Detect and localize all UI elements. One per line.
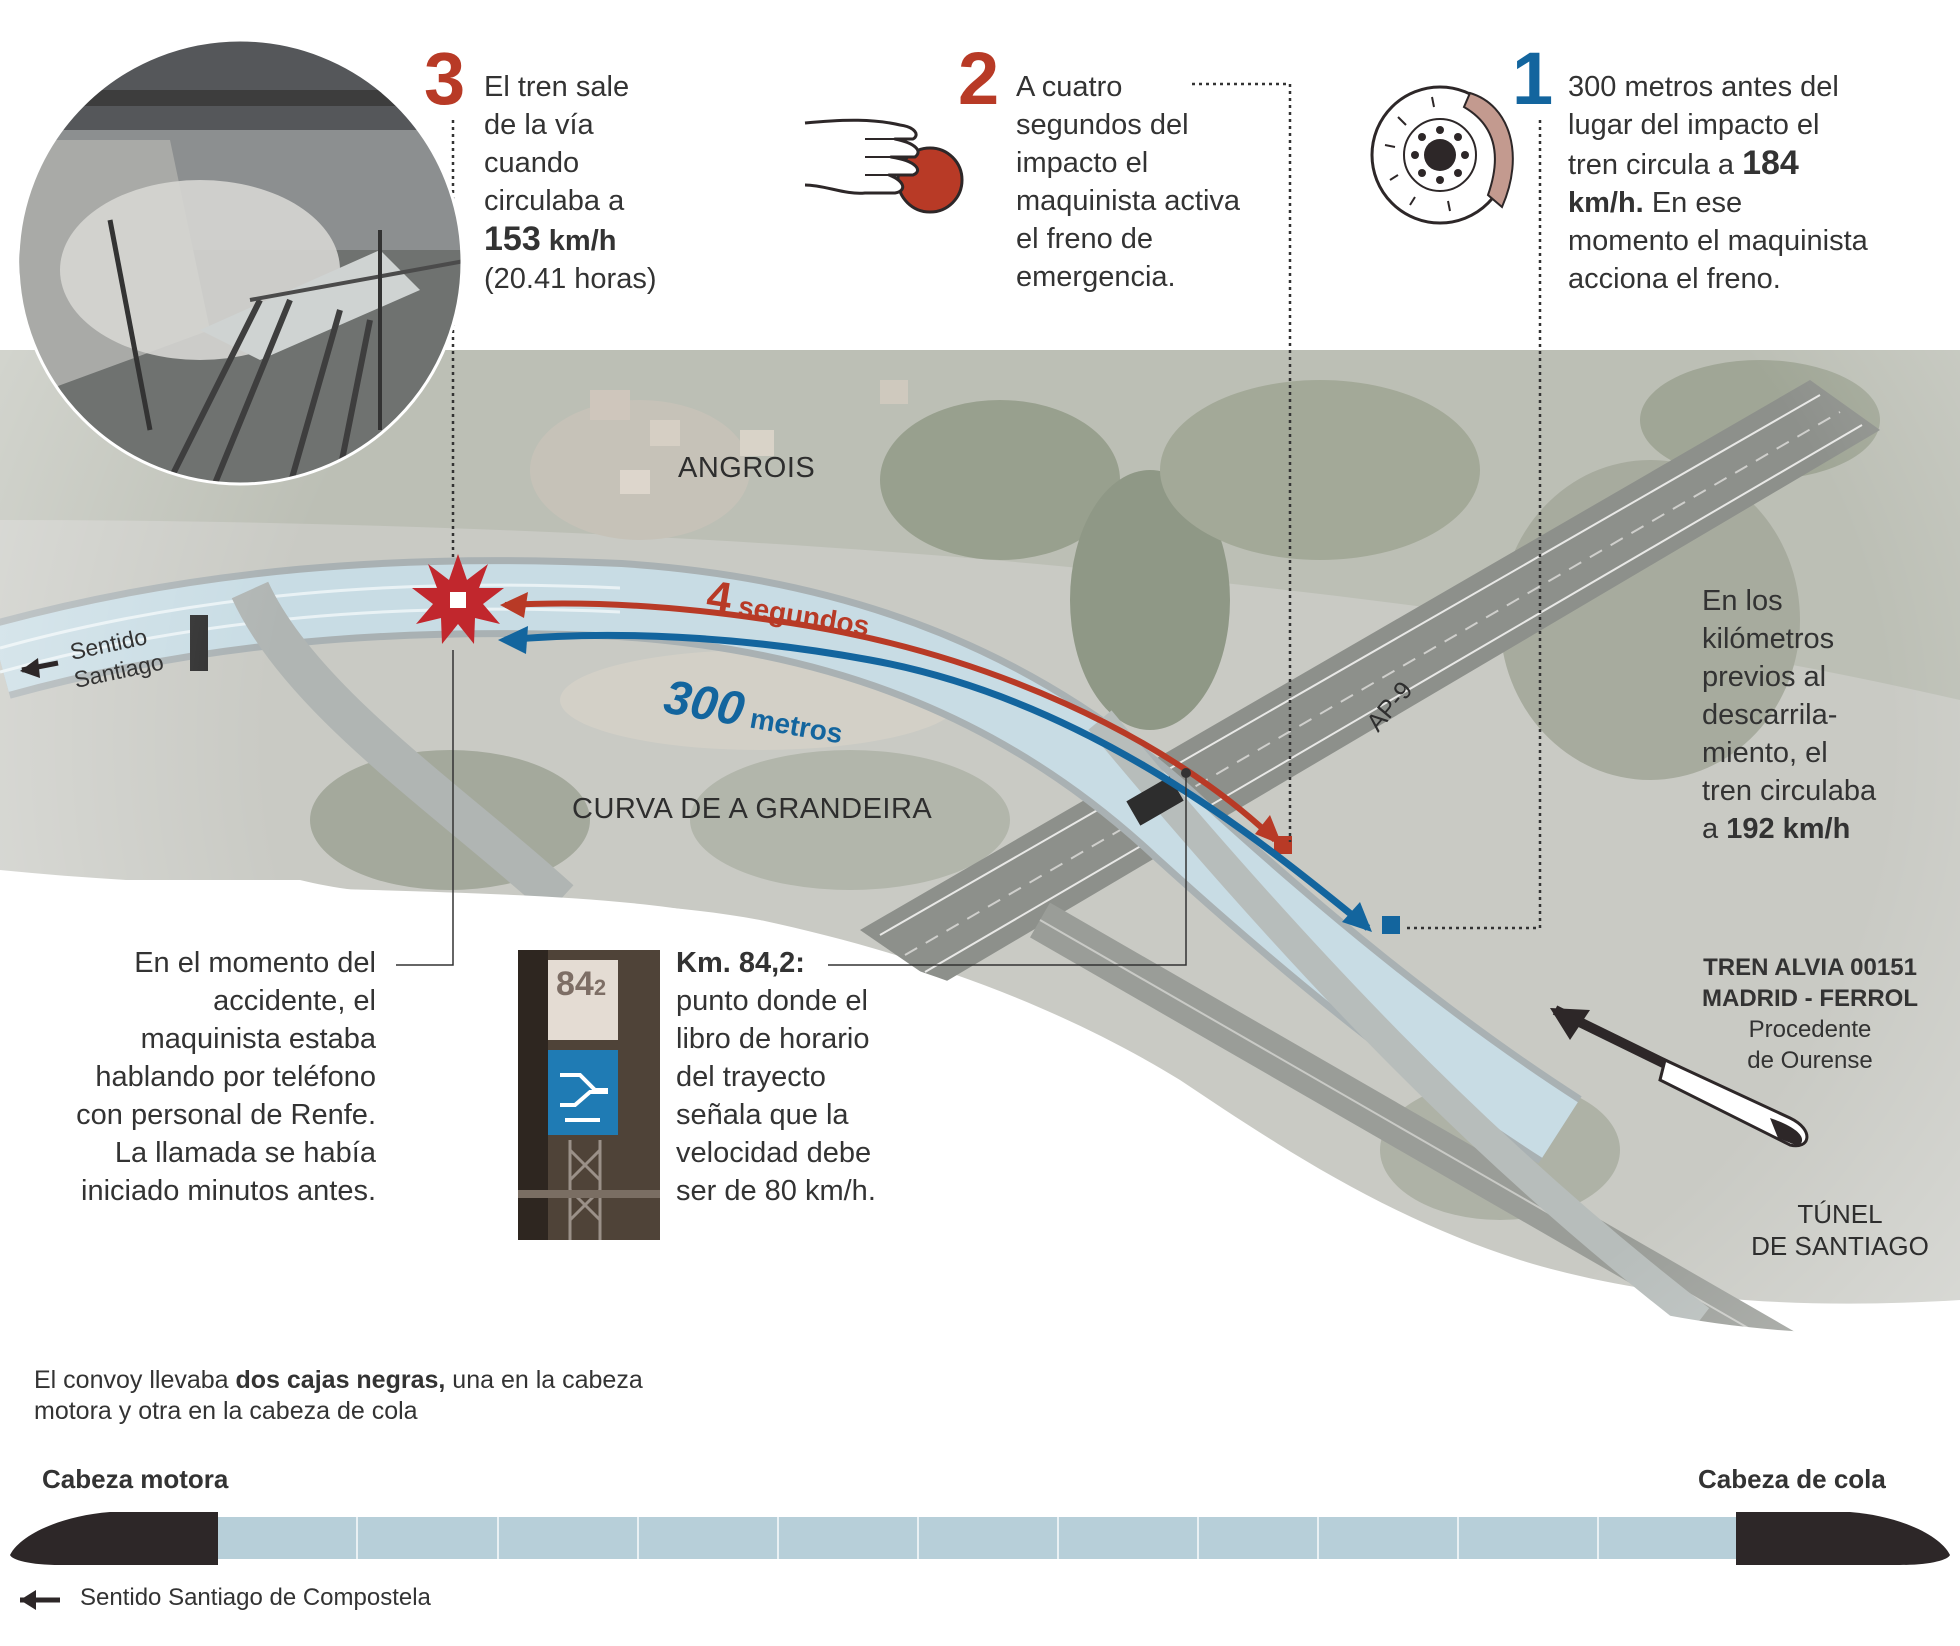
train-diagram [10,1512,1950,1610]
step1-line: acciona el freno. [1568,263,1781,295]
prior-speed-line: En los [1702,585,1783,617]
step3-number: 3 [424,37,466,120]
train-icon [1550,1005,1809,1148]
step1-unit-line: km/h. En ese [1568,187,1743,219]
brake-disc-icon [1370,85,1514,225]
step3-line2: de la vía [484,109,594,141]
km-sign-line: punto donde el [676,985,868,1017]
step2-line: maquinista activa [1016,185,1241,217]
phone-note: En el momento del accidente, el maquinis… [20,944,376,1210]
phone-note-line: En el momento del [134,947,376,979]
km-sign-number: 842 [556,965,607,1003]
tunnel-line: TÚNEL [1797,1199,1883,1229]
step2-line: emergencia. [1016,261,1176,293]
impact-star-icon [412,554,504,644]
brake-point-2-marker [1274,836,1292,854]
step1-line: momento el maquinista [1568,225,1868,257]
prior-speed-value: a 192 km/h [1702,813,1851,845]
phone-note-line: accidente, el [213,985,376,1017]
phone-note-line: iniciado minutos antes. [81,1175,376,1207]
prior-speed-line: kilómetros [1702,623,1835,655]
step3-text: El tren sale de la vía cuando circulaba … [484,68,657,298]
phone-note-line: hablando por teléfono [95,1061,376,1093]
step3-speed: 153 km/h [484,220,617,258]
angrois-label: ANGROIS [678,452,816,484]
km-sign-photo [518,950,660,1240]
phone-note-line: La llamada se había [114,1137,376,1169]
step3-line4: circulaba a [484,185,625,217]
step1-speed-line: tren circula a 184 [1568,144,1799,182]
step3-line3: cuando [484,147,580,179]
km-sign-line: señala que la [676,1099,849,1131]
prior-speed-line: miento, el [1702,737,1828,769]
km-sign-text: Km. 84,2: punto donde el libro de horari… [676,944,876,1210]
time-arrow [500,592,1292,854]
black-boxes-line1: El convoy llevaba dos cajas negras, una … [34,1366,643,1394]
direction-label: Sentido Santiago de Compostela [80,1584,431,1611]
phone-note-line: maquinista estaba [140,1023,376,1055]
black-boxes-line2: motora y otra en la cabeza de cola [34,1397,418,1425]
km-sign-line: velocidad debe [676,1137,872,1169]
emergency-button-icon [804,118,964,214]
km-sign-title: Km. 84,2: [676,947,805,979]
train-info-line: MADRID - FERROL [1702,985,1918,1012]
phone-note-line: con personal de Renfe. [76,1099,376,1131]
step1-number: 1 [1512,37,1554,120]
brake-point-1-marker [1382,916,1400,934]
step2-line: A cuatro [1016,71,1123,103]
step3-time: (20.41 horas) [484,263,657,295]
train-info-line: de Ourense [1747,1047,1873,1074]
train-info-line: TREN ALVIA 00151 [1703,954,1917,981]
tunnel-line: DE SANTIAGO [1751,1231,1929,1261]
step3-line1: El tren sale [484,71,630,103]
accident-photo [18,40,462,484]
direction-arrow-icon [20,1590,36,1610]
km-sign-line: del trayecto [676,1061,826,1093]
step2-line: segundos del [1016,109,1189,141]
leader-lines [451,82,1542,930]
step1-line: lugar del impacto el [1568,109,1820,141]
train-info-line: Procedente [1748,1016,1872,1043]
distance-arrow [498,626,1400,934]
prior-speed-text: En los kilómetros previos al descarrila-… [1702,582,1876,848]
step2-text: A cuatro segundos del impacto el maquini… [1016,68,1240,296]
head-label: Cabeza motora [42,1464,229,1494]
curve-label: CURVA DE A GRANDEIRA [572,793,933,825]
tail-locomotive-icon [1736,1512,1950,1565]
km-sign-line: libro de horario [676,1023,870,1055]
step1-line: 300 metros antes del [1568,71,1839,103]
tunnel-label: TÚNEL DE SANTIAGO [1740,1198,1940,1262]
train-info: TREN ALVIA 00151 MADRID - FERROL Procede… [1690,952,1930,1076]
prior-speed-line: previos al [1702,661,1827,693]
solid-leaders [396,650,1187,966]
prior-speed-line: tren circulaba [1702,775,1877,807]
black-boxes-note: El convoy llevaba dos cajas negras, una … [34,1365,643,1427]
step1-text: 300 metros antes del lugar del impacto e… [1568,68,1868,298]
prior-speed-line: descarrila- [1702,699,1838,731]
km-sign-line: ser de 80 km/h. [676,1175,876,1207]
step2-number: 2 [958,37,1000,120]
head-locomotive-icon [10,1512,218,1565]
step2-line: impacto el [1016,147,1149,179]
tail-label: Cabeza de cola [1698,1464,1886,1494]
step2-line: el freno de [1016,223,1154,255]
